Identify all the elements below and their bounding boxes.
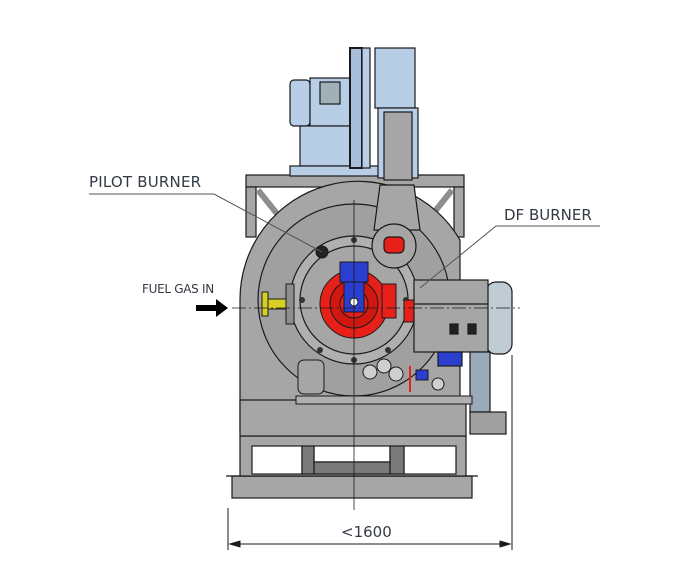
dimension-line	[227, 355, 513, 550]
fuel-gas-in-label: FUEL GAS IN	[142, 282, 214, 296]
base-frame	[226, 435, 478, 499]
df-burner-label: DF BURNER	[504, 206, 592, 224]
sight-port	[371, 223, 417, 269]
pilot-burner-leader	[89, 193, 323, 253]
gas-train	[295, 358, 473, 405]
pilot-burner-label: PILOT BURNER	[89, 173, 202, 191]
fan-assembly	[289, 47, 419, 181]
leader-lines	[89, 193, 600, 289]
control-box	[413, 279, 513, 435]
fuel-gas-inlet	[196, 283, 295, 325]
overall-width-dimension: <1600	[341, 523, 392, 541]
df-burner-leader	[419, 225, 600, 289]
duct-transition	[373, 184, 421, 231]
center-lines	[232, 200, 520, 510]
fuel-gas-arrow-icon	[196, 299, 228, 317]
